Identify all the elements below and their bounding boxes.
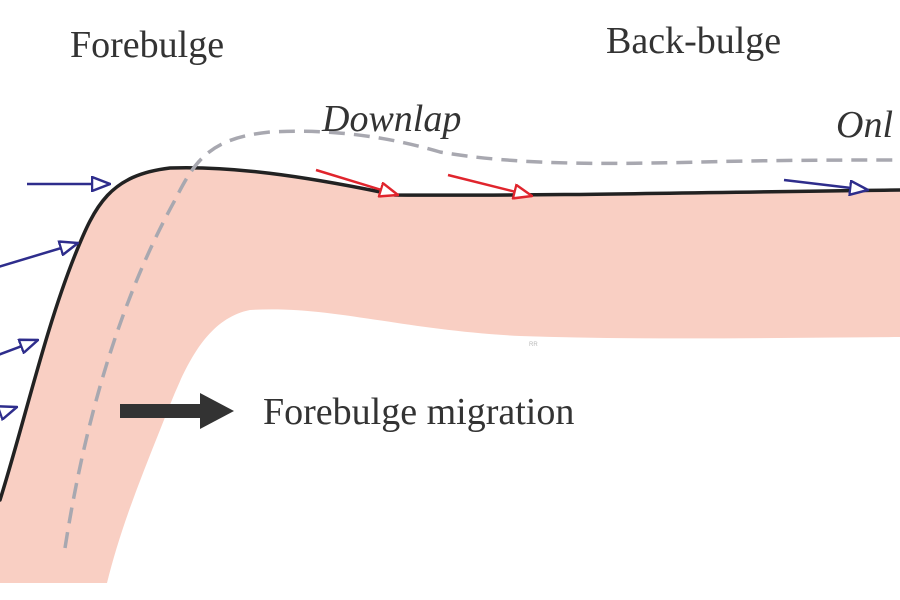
forebulge-migration-label: Forebulge migration [263,391,575,433]
onlap-arrow-3 [0,340,38,356]
onlap-arrow-2 [0,243,78,268]
forebulge-label: Forebulge [70,24,225,66]
onlap-label: Onl [836,104,893,146]
basin-fill [0,167,900,583]
back-bulge-label: Back-bulge [606,20,782,62]
migration-arrow [120,393,234,429]
downlap-label: Downlap [322,98,462,140]
surface-line [0,166,900,502]
downlap-arrow-2 [447,173,532,196]
onlap-arrow-right [783,178,868,190]
onlap-arrow-4 [0,407,17,415]
downlap-arrow-1 [315,168,398,195]
dashed-migrated-surface [63,129,900,549]
tiny-mark: RR [529,342,538,348]
